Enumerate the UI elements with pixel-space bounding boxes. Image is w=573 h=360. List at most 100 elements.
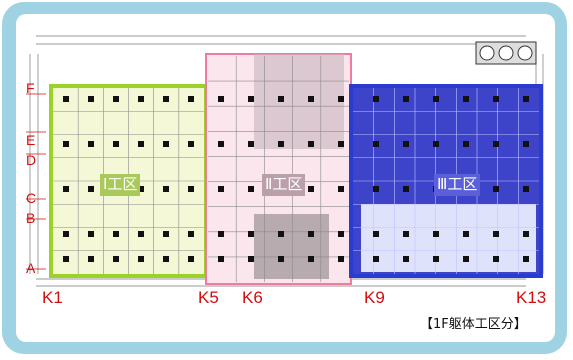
structural-column xyxy=(218,256,224,262)
structural-column xyxy=(403,141,409,147)
structural-column xyxy=(88,256,94,262)
diagram-canvas: Ⅰ工区 Ⅱ工区 Ⅲ工区 F E D C B A K1 K5 K6 K9 K13 … xyxy=(16,14,555,342)
structural-column xyxy=(63,186,69,192)
structural-column xyxy=(493,96,499,102)
structural-column xyxy=(248,96,254,102)
structural-column xyxy=(278,96,284,102)
structural-column xyxy=(338,231,344,237)
structural-column xyxy=(218,186,224,192)
structural-column xyxy=(373,231,379,237)
structural-column xyxy=(88,231,94,237)
structural-column xyxy=(403,256,409,262)
structural-column xyxy=(218,141,224,147)
structural-column xyxy=(63,231,69,237)
structural-column xyxy=(248,186,254,192)
structural-column xyxy=(248,141,254,147)
structural-column xyxy=(338,186,344,192)
structural-column xyxy=(113,256,119,262)
structural-column xyxy=(493,186,499,192)
structural-column xyxy=(433,256,439,262)
structural-column xyxy=(138,231,144,237)
structural-column xyxy=(308,96,314,102)
structural-column xyxy=(308,256,314,262)
structural-column xyxy=(308,141,314,147)
structural-column xyxy=(373,96,379,102)
structural-column xyxy=(338,256,344,262)
structural-column xyxy=(113,231,119,237)
structural-column xyxy=(88,186,94,192)
structural-column xyxy=(338,141,344,147)
zone-2-area xyxy=(205,53,352,285)
row-label-e: E xyxy=(26,132,36,148)
structural-column xyxy=(248,231,254,237)
structural-column xyxy=(138,141,144,147)
structural-column xyxy=(373,186,379,192)
structural-column xyxy=(493,231,499,237)
structural-column xyxy=(463,96,469,102)
structural-column xyxy=(308,231,314,237)
structural-column xyxy=(463,256,469,262)
fan-units xyxy=(475,41,537,65)
structural-column xyxy=(138,186,144,192)
structural-column xyxy=(278,141,284,147)
axis-label-k1: K1 xyxy=(42,288,63,307)
structural-column xyxy=(163,141,169,147)
structural-column xyxy=(463,231,469,237)
structural-column xyxy=(218,231,224,237)
structural-column xyxy=(88,141,94,147)
structural-column xyxy=(433,96,439,102)
structural-column xyxy=(278,231,284,237)
structural-column xyxy=(523,141,529,147)
structural-column xyxy=(433,141,439,147)
structural-column xyxy=(493,256,499,262)
structural-column xyxy=(338,96,344,102)
structural-column xyxy=(138,96,144,102)
structural-column xyxy=(163,256,169,262)
structural-column xyxy=(523,186,529,192)
structural-column xyxy=(278,256,284,262)
structural-column xyxy=(188,256,194,262)
structural-column xyxy=(403,186,409,192)
structural-column xyxy=(163,186,169,192)
diagram-frame: Ⅰ工区 Ⅱ工区 Ⅲ工区 F E D C B A K1 K5 K6 K9 K13 … xyxy=(2,2,567,354)
caption: 【1F躯体工区分】 xyxy=(420,317,527,332)
structural-column xyxy=(138,256,144,262)
structural-column xyxy=(188,186,194,192)
structural-column xyxy=(523,96,529,102)
row-label-b: B xyxy=(26,210,36,226)
structural-column xyxy=(88,96,94,102)
row-label-f: F xyxy=(26,80,35,96)
zone-3-label: Ⅲ工区 xyxy=(434,174,481,196)
axis-label-k13: K13 xyxy=(516,288,547,307)
structural-column xyxy=(433,231,439,237)
row-label-c: C xyxy=(26,190,37,206)
structural-column xyxy=(248,256,254,262)
structural-column xyxy=(63,256,69,262)
structural-column xyxy=(308,186,314,192)
structural-column xyxy=(63,96,69,102)
axis-label-k6: K6 xyxy=(242,288,263,307)
row-label-a: A xyxy=(26,260,36,276)
structural-column xyxy=(188,231,194,237)
zone-1-label: Ⅰ工区 xyxy=(100,174,141,196)
structural-column xyxy=(218,96,224,102)
structural-column xyxy=(463,141,469,147)
row-label-d: D xyxy=(26,152,37,168)
structural-column xyxy=(113,96,119,102)
structural-column xyxy=(163,231,169,237)
structural-column xyxy=(493,141,499,147)
structural-column xyxy=(113,141,119,147)
structural-column xyxy=(188,96,194,102)
structural-column xyxy=(63,141,69,147)
structural-column xyxy=(523,231,529,237)
axis-label-k9: K9 xyxy=(364,288,385,307)
structural-column xyxy=(403,96,409,102)
zone-2-label: Ⅱ工区 xyxy=(262,174,306,196)
structural-column xyxy=(163,96,169,102)
structural-column xyxy=(188,141,194,147)
structural-column xyxy=(373,141,379,147)
axis-label-k5: K5 xyxy=(198,288,219,307)
structural-column xyxy=(403,231,409,237)
structural-column xyxy=(523,256,529,262)
structural-column xyxy=(373,256,379,262)
